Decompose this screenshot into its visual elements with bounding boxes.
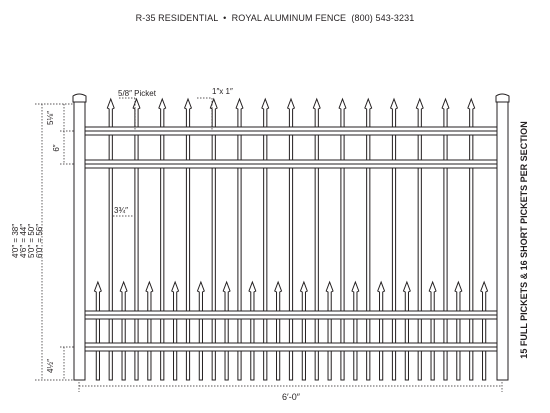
full-picket (312, 97, 321, 381)
full-picket (364, 97, 373, 381)
short-picket (145, 280, 154, 381)
short-picket (119, 280, 128, 381)
rail-gap-label: 6″ (52, 144, 61, 151)
rail-callout: 1″x 1″ (212, 87, 233, 96)
right-post-cap (495, 93, 510, 103)
full-picket (261, 97, 270, 381)
full-picket (235, 97, 244, 381)
short-picket (299, 280, 308, 381)
title-separator: • (223, 13, 227, 23)
phone-number: (800) 543-3231 (351, 13, 415, 23)
product-name: ROYAL ALUMINUM FENCE (231, 13, 347, 23)
short-picket (377, 280, 386, 381)
pickets-per-section-note: 15 FULL PICKETS & 16 SHORT PICKETS PER S… (519, 121, 529, 358)
short-picket (428, 280, 437, 381)
short-picket (274, 280, 283, 381)
pickets-group (93, 97, 489, 381)
short-picket (351, 280, 360, 381)
short-picket (171, 280, 180, 381)
full-picket (183, 97, 193, 381)
full-picket (338, 97, 347, 381)
right-post (496, 101, 509, 381)
diagram-title: R-35 RESIDENTIAL • ROYAL ALUMINUM FENCE … (0, 13, 550, 23)
height-option-5-0: 5′0″ = 50″ (27, 224, 36, 258)
height-option-6-0: 6′0″ = 56″ (35, 224, 44, 258)
full-picket (106, 97, 115, 381)
short-picket (93, 280, 102, 381)
bottom-clearance-label: 4½″ (46, 359, 55, 373)
picket-callout: 5/8″ Picket (118, 89, 157, 98)
full-picket (415, 97, 424, 381)
full-picket (467, 97, 476, 381)
short-picket (248, 280, 257, 381)
full-picket (132, 97, 141, 381)
top-extension-label: 5⅛″ (46, 111, 55, 125)
short-picket (325, 280, 334, 381)
width-label: 6′-0″ (282, 392, 301, 402)
short-picket (454, 280, 463, 381)
left-post (73, 101, 86, 381)
short-picket (402, 280, 411, 381)
spacing-callout: 3¾″ (114, 206, 128, 215)
short-picket (480, 280, 489, 381)
full-picket (441, 97, 450, 381)
model-name: R-35 RESIDENTIAL (135, 13, 218, 23)
short-picket (222, 280, 231, 381)
full-picket (158, 97, 167, 381)
full-picket (389, 97, 399, 381)
left-post-cap (72, 93, 87, 103)
full-picket (286, 97, 296, 381)
dimension-lines (35, 97, 503, 392)
height-option-4-0: 4′0″ = 38″ (11, 224, 20, 258)
short-picket (196, 280, 205, 381)
full-picket (209, 97, 218, 381)
height-option-4-6: 4′6″ = 44″ (19, 224, 28, 258)
fence-section (72, 93, 510, 381)
